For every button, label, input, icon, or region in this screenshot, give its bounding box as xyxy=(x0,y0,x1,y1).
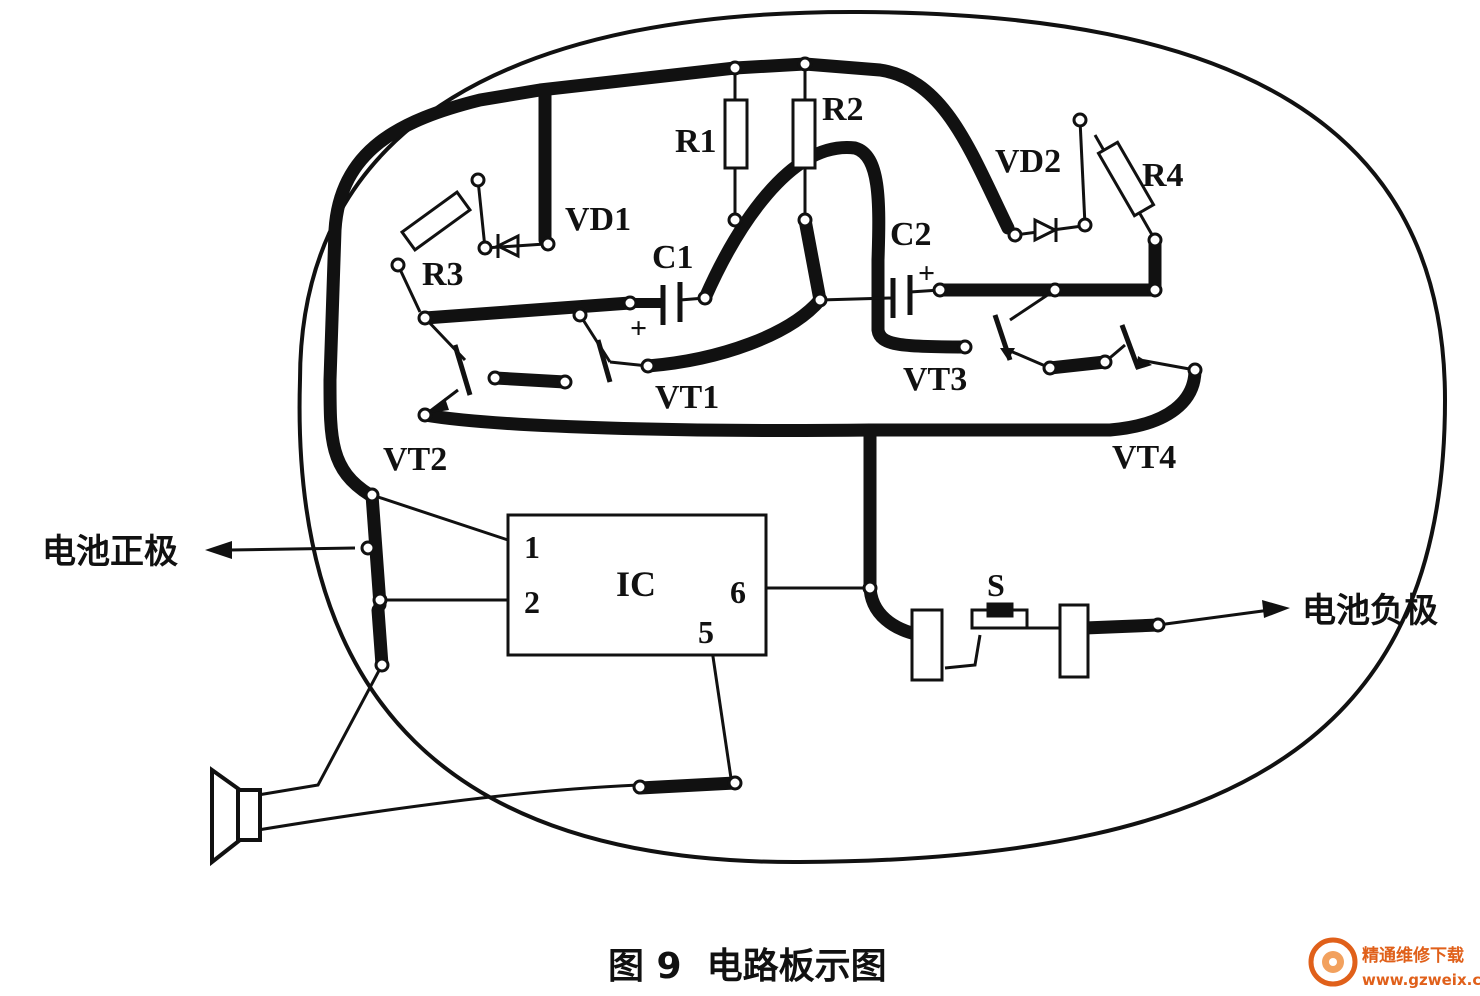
watermark-name: 精通维修下载 xyxy=(1362,945,1464,966)
resistors xyxy=(399,98,1156,252)
label-r4: R4 xyxy=(1142,157,1184,194)
component-labels: R1 R2 R3 R4 VD1 VD2 C1 C2 + + VT1 VT2 VT… xyxy=(383,91,1184,650)
label-pin2: 2 xyxy=(524,584,540,620)
thick-traces xyxy=(323,57,1202,795)
label-vt4: VT4 xyxy=(1112,439,1176,476)
label-r1: R1 xyxy=(675,123,717,160)
arrows xyxy=(205,348,1290,618)
resistor-r3 xyxy=(399,190,473,252)
arrow-left-icon xyxy=(205,541,232,559)
label-vd2: VD2 xyxy=(995,143,1061,180)
watermark-url: www.gzweix.com xyxy=(1362,971,1480,989)
label-vt1: VT1 xyxy=(655,379,719,416)
board-outline xyxy=(297,9,1448,865)
label-c1: C1 xyxy=(652,239,694,276)
label-ic: IC xyxy=(616,564,656,604)
battery-positive-label: 电池正极 xyxy=(42,532,178,572)
watermark-logo: 精通维修下载 www.gzweix.com xyxy=(1308,937,1480,989)
label-pin5: 5 xyxy=(698,614,714,650)
label-vt3: VT3 xyxy=(903,361,967,398)
figure-caption: 图 9 电路板示图 xyxy=(608,946,887,987)
diode-vd1 xyxy=(484,233,546,259)
label-switch: S xyxy=(987,567,1005,603)
resistor-r2 xyxy=(791,98,817,170)
label-plus-c2: + xyxy=(918,257,935,290)
resistor-r4 xyxy=(1096,140,1156,218)
switch-s xyxy=(910,602,1090,682)
label-pin6: 6 xyxy=(730,574,746,610)
label-c2: C2 xyxy=(890,216,932,253)
label-vd1: VD1 xyxy=(565,201,631,238)
label-r3: R3 xyxy=(422,256,464,293)
speaker-icon xyxy=(210,766,262,867)
label-plus-c1: + xyxy=(630,312,647,345)
label-pin1: 1 xyxy=(524,529,540,565)
label-r2: R2 xyxy=(822,91,864,128)
diode-vd2 xyxy=(1033,217,1059,243)
battery-negative-label: 电池负极 xyxy=(1302,591,1438,631)
arrow-right-icon xyxy=(1262,600,1290,618)
pads xyxy=(360,56,1203,795)
ic-chip xyxy=(506,513,768,657)
resistor-r1 xyxy=(723,98,749,170)
label-vt2: VT2 xyxy=(383,441,447,478)
